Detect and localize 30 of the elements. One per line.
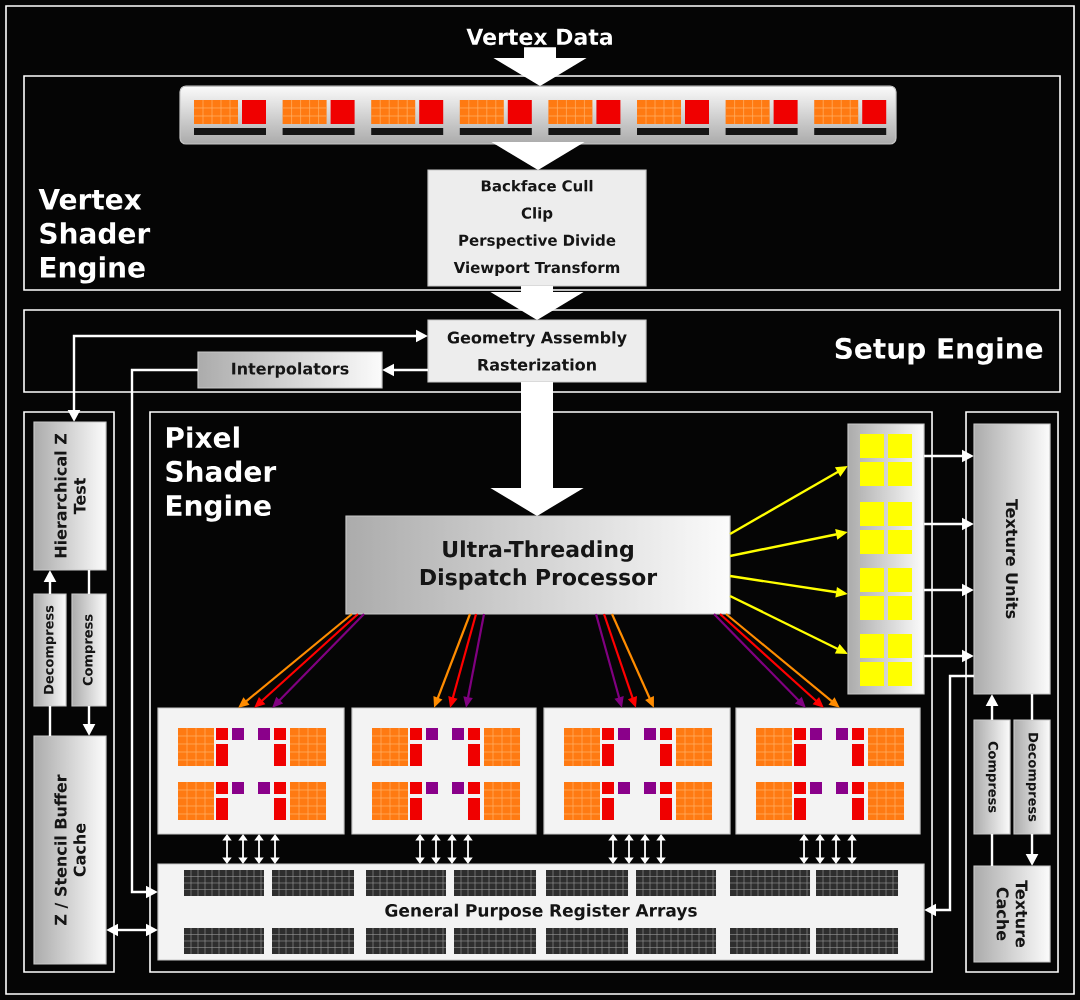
unit-box: Texture Units — [973, 423, 1051, 695]
double-arrow — [431, 834, 441, 864]
double-arrow — [238, 834, 248, 864]
connector-line — [87, 570, 91, 594]
double-arrow — [640, 834, 650, 864]
cache-box: Z / Stencil Buffer Cache — [33, 735, 107, 965]
dispatch-box: Ultra-Threading Dispatch Processor — [345, 515, 731, 615]
double-arrow — [447, 834, 457, 864]
double-arrow — [254, 834, 264, 864]
double-arrow — [815, 834, 825, 864]
cache-box: Texture Cache — [973, 865, 1051, 963]
double-arrow — [608, 834, 618, 864]
double-arrow — [415, 834, 425, 864]
input-label: Vertex Data — [466, 28, 612, 46]
stage-box: Geometry Assembly Rasterization — [427, 319, 647, 383]
double-arrow — [624, 834, 634, 864]
connector-line — [990, 834, 994, 866]
connector-line — [48, 706, 52, 736]
double-arrow — [831, 834, 841, 864]
double-arrow — [799, 834, 809, 864]
unit-box: Hierarchical Z Test — [33, 421, 107, 571]
unit-box: Interpolators — [197, 351, 383, 389]
double-arrow — [847, 834, 857, 864]
connector-line — [1030, 694, 1034, 720]
unit-panel — [23, 411, 115, 973]
unit-panel — [965, 411, 1059, 973]
double-arrow — [463, 834, 473, 864]
double-arrow — [656, 834, 666, 864]
double-arrow — [270, 834, 280, 864]
double-arrow — [222, 834, 232, 864]
